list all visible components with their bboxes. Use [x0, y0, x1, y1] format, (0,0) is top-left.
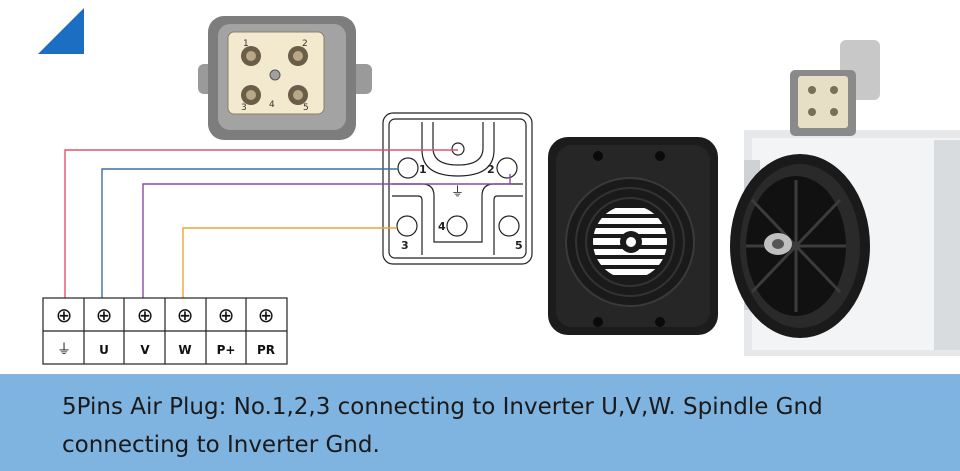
wire-blue-pin-1 [101, 168, 398, 298]
terminal-screw-icon: ⊕ [218, 303, 235, 327]
spindle-motor-photo [730, 40, 960, 356]
pin-layout-pin-3 [396, 215, 418, 237]
pin-4-label: 4 [438, 220, 446, 233]
terminal-block [42, 297, 288, 365]
terminal-label-pr: PR [257, 343, 275, 357]
wire-red-pin-top [64, 149, 458, 298]
fan-cover-photo [548, 137, 718, 335]
pin-1-label: 1 [419, 163, 427, 176]
terminal-label-w: W [178, 343, 191, 357]
air-plug-photo: 1 2 3 4 5 [198, 16, 372, 140]
pin-layout-ground-icon: ⏚ [451, 185, 464, 200]
wire-orange-pin-3 [182, 227, 397, 298]
plug-photo-pin-1-label: 1 [243, 39, 249, 49]
plug-photo-pin-3-label: 3 [241, 103, 247, 113]
terminal-label-ground-icon: ⏚ [57, 342, 71, 358]
terminal-label-v: V [140, 343, 150, 357]
terminal-label-p-plus: P+ [217, 343, 236, 357]
wires [64, 149, 511, 298]
terminal-label-u: U [99, 343, 109, 357]
pin-layout-pins [396, 142, 520, 237]
pin-2-label: 2 [487, 163, 495, 176]
corner-triangle-logo [38, 8, 84, 54]
pin-layout-pin-4 [446, 215, 468, 237]
terminal-screw-icon: ⊕ [177, 303, 194, 327]
plug-photo-pin-2-label: 2 [302, 39, 308, 49]
pin-layout-pin-2 [496, 157, 518, 179]
pin-layout-pin-1 [397, 157, 419, 179]
caption: 5Pins Air Plug: No.1,2,3 connecting to I… [62, 388, 862, 464]
plug-photo-pin-4-label: 4 [269, 100, 275, 110]
pin-layout-pin-top [451, 142, 465, 156]
plug-photo-pin-5-label: 5 [303, 103, 309, 113]
pin-layout-pin-5 [498, 215, 520, 237]
terminal-screw-icon: ⊕ [137, 303, 154, 327]
caption-line-2: connecting to Inverter Gnd. [62, 432, 380, 458]
pin-layout-diagram [382, 112, 533, 265]
terminal-screw-icon: ⊕ [96, 303, 113, 327]
caption-line-1: 5Pins Air Plug: No.1,2,3 connecting to I… [62, 394, 823, 420]
wire-purple-pin-2 [142, 174, 511, 298]
terminal-screw-icon: ⊕ [56, 303, 73, 327]
terminal-screw-icon: ⊕ [258, 303, 275, 327]
pin-3-label: 3 [401, 239, 409, 252]
pin-5-label: 5 [515, 239, 523, 252]
caption-band [0, 374, 960, 471]
